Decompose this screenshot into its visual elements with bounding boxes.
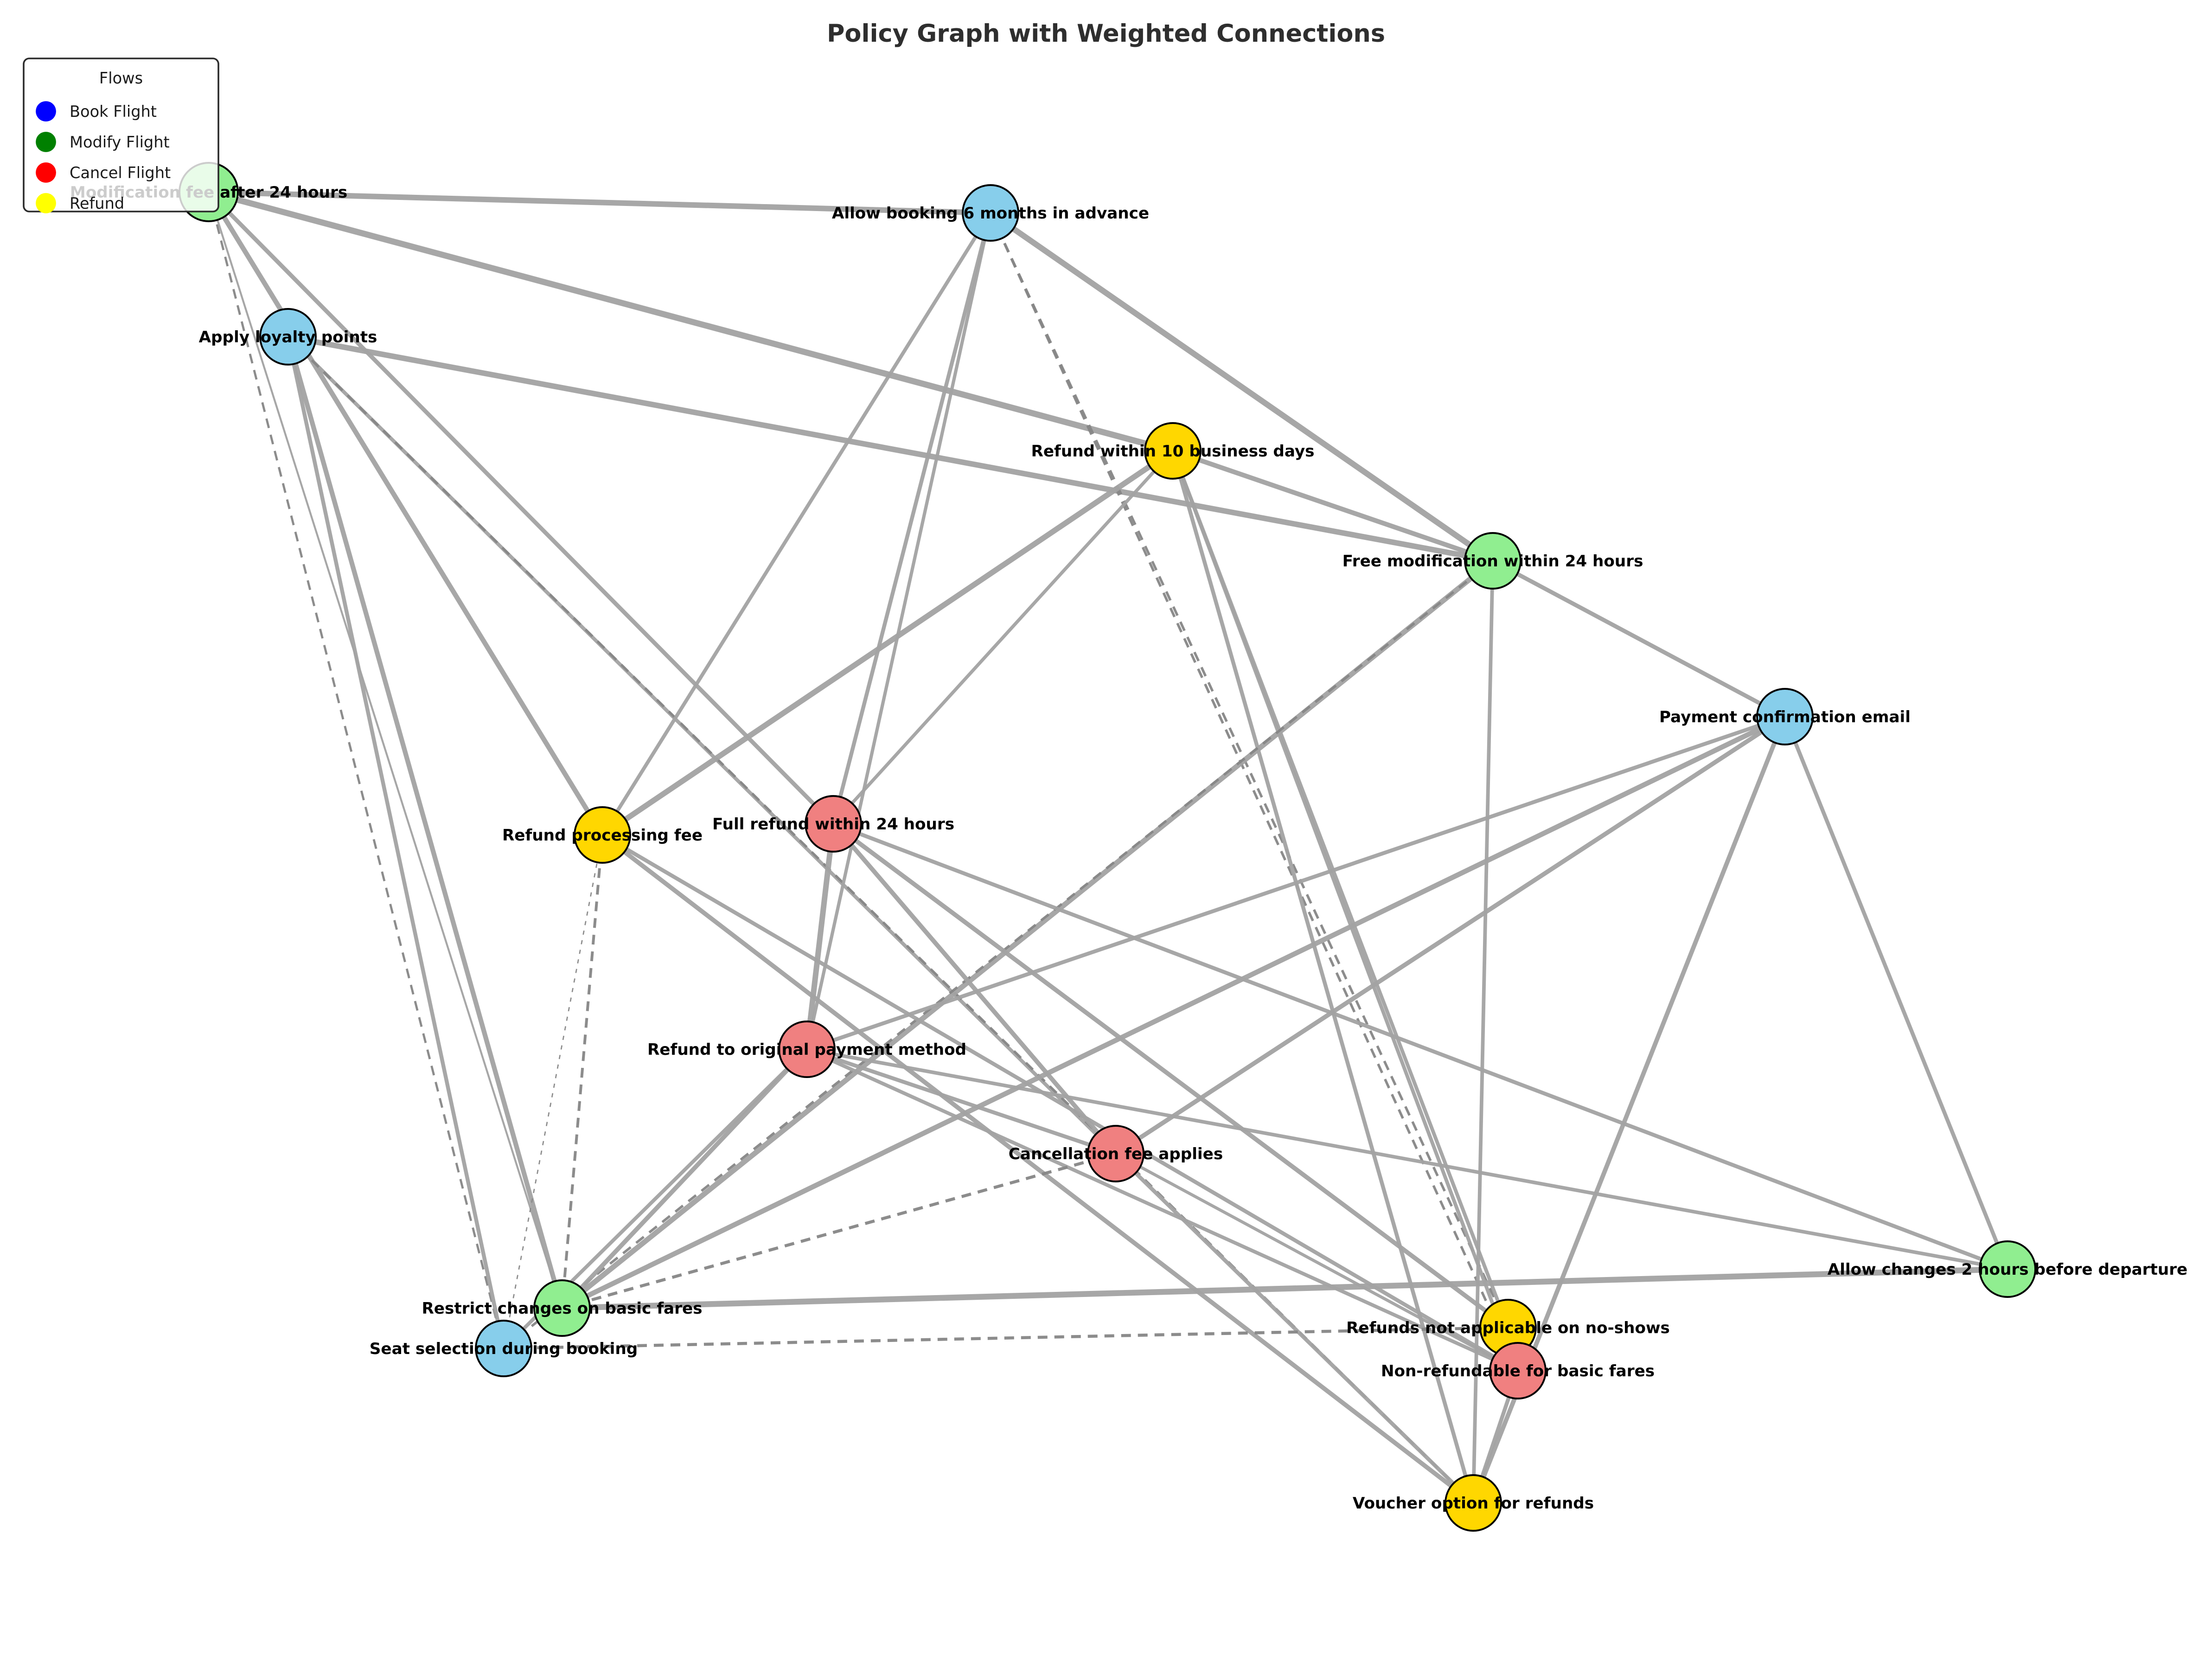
legend-label-modify-flight: Modify Flight (70, 133, 170, 151)
edge-mod24-ssdb (207, 192, 505, 1349)
node-ac2h (1979, 1240, 2036, 1298)
edge-rop-ac2h (806, 1047, 2008, 1271)
edge-fm24-pce (1491, 559, 1786, 719)
edge-rw10-fr24 (832, 449, 1174, 825)
node-label-rcbf: Restrict changes on basic fares (422, 1299, 702, 1318)
edge-pce-rop (806, 715, 1786, 1051)
edge-ab-rpf (601, 212, 992, 836)
edge-ab-fm24 (989, 210, 1495, 564)
node-label-rw10: Refund within 10 business days (1031, 442, 1315, 461)
node-cfa (1087, 1125, 1144, 1182)
edge-mod24-rw10 (208, 189, 1174, 454)
edge-rop-cfa (806, 1047, 1117, 1155)
node-label-alp: Apply loyalty points (199, 328, 377, 347)
edge-ab-nrbf (989, 212, 1519, 1372)
edge-rpf-rcbf (561, 834, 604, 1309)
edge-rw10-fm24 (1172, 449, 1494, 563)
edge-pce-ac2h (1783, 716, 2009, 1270)
node-fr24 (805, 795, 862, 853)
edge-mod24-rpf (206, 191, 605, 836)
edge-rop-rcbf (560, 1047, 809, 1310)
node-label-pce: Payment confirmation email (1659, 708, 1911, 726)
edge-mod24-rcbf (207, 192, 563, 1309)
edge-fr24-rna (832, 822, 1509, 1329)
edge-ab-rna (989, 212, 1509, 1329)
legend-label-refund: Refund (70, 194, 124, 212)
legend-label-book-flight: Book Flight (70, 103, 157, 121)
edge-rpf-vor (601, 833, 1475, 1505)
node-label-nrbf: Non-refundable for basic fares (1381, 1362, 1655, 1380)
node-nrbf (1489, 1342, 1547, 1399)
node-vor (1445, 1474, 1502, 1532)
edge-cfa-rcbf (562, 1152, 1116, 1310)
edge-alp-ssdb (286, 336, 506, 1349)
edge-ab-rop (805, 212, 992, 1050)
node-label-ssdb: Seat selection during booking (370, 1340, 638, 1358)
edges-layer (206, 189, 2009, 1505)
legend-swatch-modify-flight (36, 132, 56, 152)
page-title: Policy Graph with Weighted Connections (827, 19, 1385, 48)
legend-swatch-cancel-flight (36, 162, 56, 183)
edge-rcbf-ac2h (562, 1266, 2008, 1311)
legend-label-cancel-flight: Cancel Flight (70, 164, 171, 182)
edge-ssdb-rna (503, 1326, 1509, 1350)
node-rpf (574, 806, 631, 864)
edge-fr24-rop (804, 823, 836, 1050)
edge-pce-rcbf (561, 714, 1786, 1310)
node-rcbf (533, 1279, 591, 1337)
edge-rw10-rpf (601, 449, 1175, 837)
edge-fr24-ac2h (832, 822, 2008, 1271)
node-label-rna: Refunds not applicable on no-shows (1346, 1319, 1670, 1337)
edge-rw10-vor (1170, 450, 1476, 1504)
edge-mod24-ab (208, 189, 991, 216)
edge-cfa-vor (1114, 1152, 1475, 1505)
edge-rop-nrbf (806, 1047, 1519, 1373)
edge-fm24-rcbf (560, 558, 1495, 1310)
edge-mod24-fr24 (207, 190, 835, 826)
node-label-rop: Refund to original payment method (647, 1040, 966, 1059)
node-pce (1756, 688, 1814, 745)
legend-swatch-refund (36, 193, 56, 213)
node-label-fr24: Full refund within 24 hours (712, 815, 954, 834)
edge-alp-fm24 (287, 334, 1494, 564)
edge-alp-rcbf (286, 336, 564, 1309)
edge-rw10-nrbf (1171, 450, 1520, 1372)
node-label-ab: Allow booking 6 months in advance (832, 204, 1149, 223)
node-alp (259, 308, 317, 366)
edge-ab-fr24 (831, 212, 993, 825)
node-label-ac2h: Allow changes 2 hours before departure (1828, 1260, 2188, 1279)
node-label-fm24: Free modification within 24 hours (1343, 552, 1643, 571)
node-label-rpf: Refund processing fee (502, 826, 703, 845)
node-ssdb (475, 1320, 532, 1377)
edge-fm24-ssdb (503, 559, 1494, 1350)
legend-title: Flows (99, 69, 143, 87)
edge-rpf-nrbf (601, 833, 1519, 1373)
legend-swatch-book-flight (36, 101, 56, 122)
node-label-vor: Voucher option for refunds (1353, 1494, 1594, 1513)
edge-alp-cfa (287, 335, 1117, 1155)
node-label-cfa: Cancellation fee applies (1009, 1145, 1223, 1163)
node-rop (778, 1021, 836, 1078)
node-ab (962, 184, 1019, 242)
edge-cfa-nrbf (1115, 1152, 1519, 1372)
node-rw10 (1144, 422, 1202, 480)
node-fm24 (1464, 532, 1522, 590)
edge-pce-cfa (1114, 714, 1786, 1156)
legend-box (23, 58, 219, 212)
